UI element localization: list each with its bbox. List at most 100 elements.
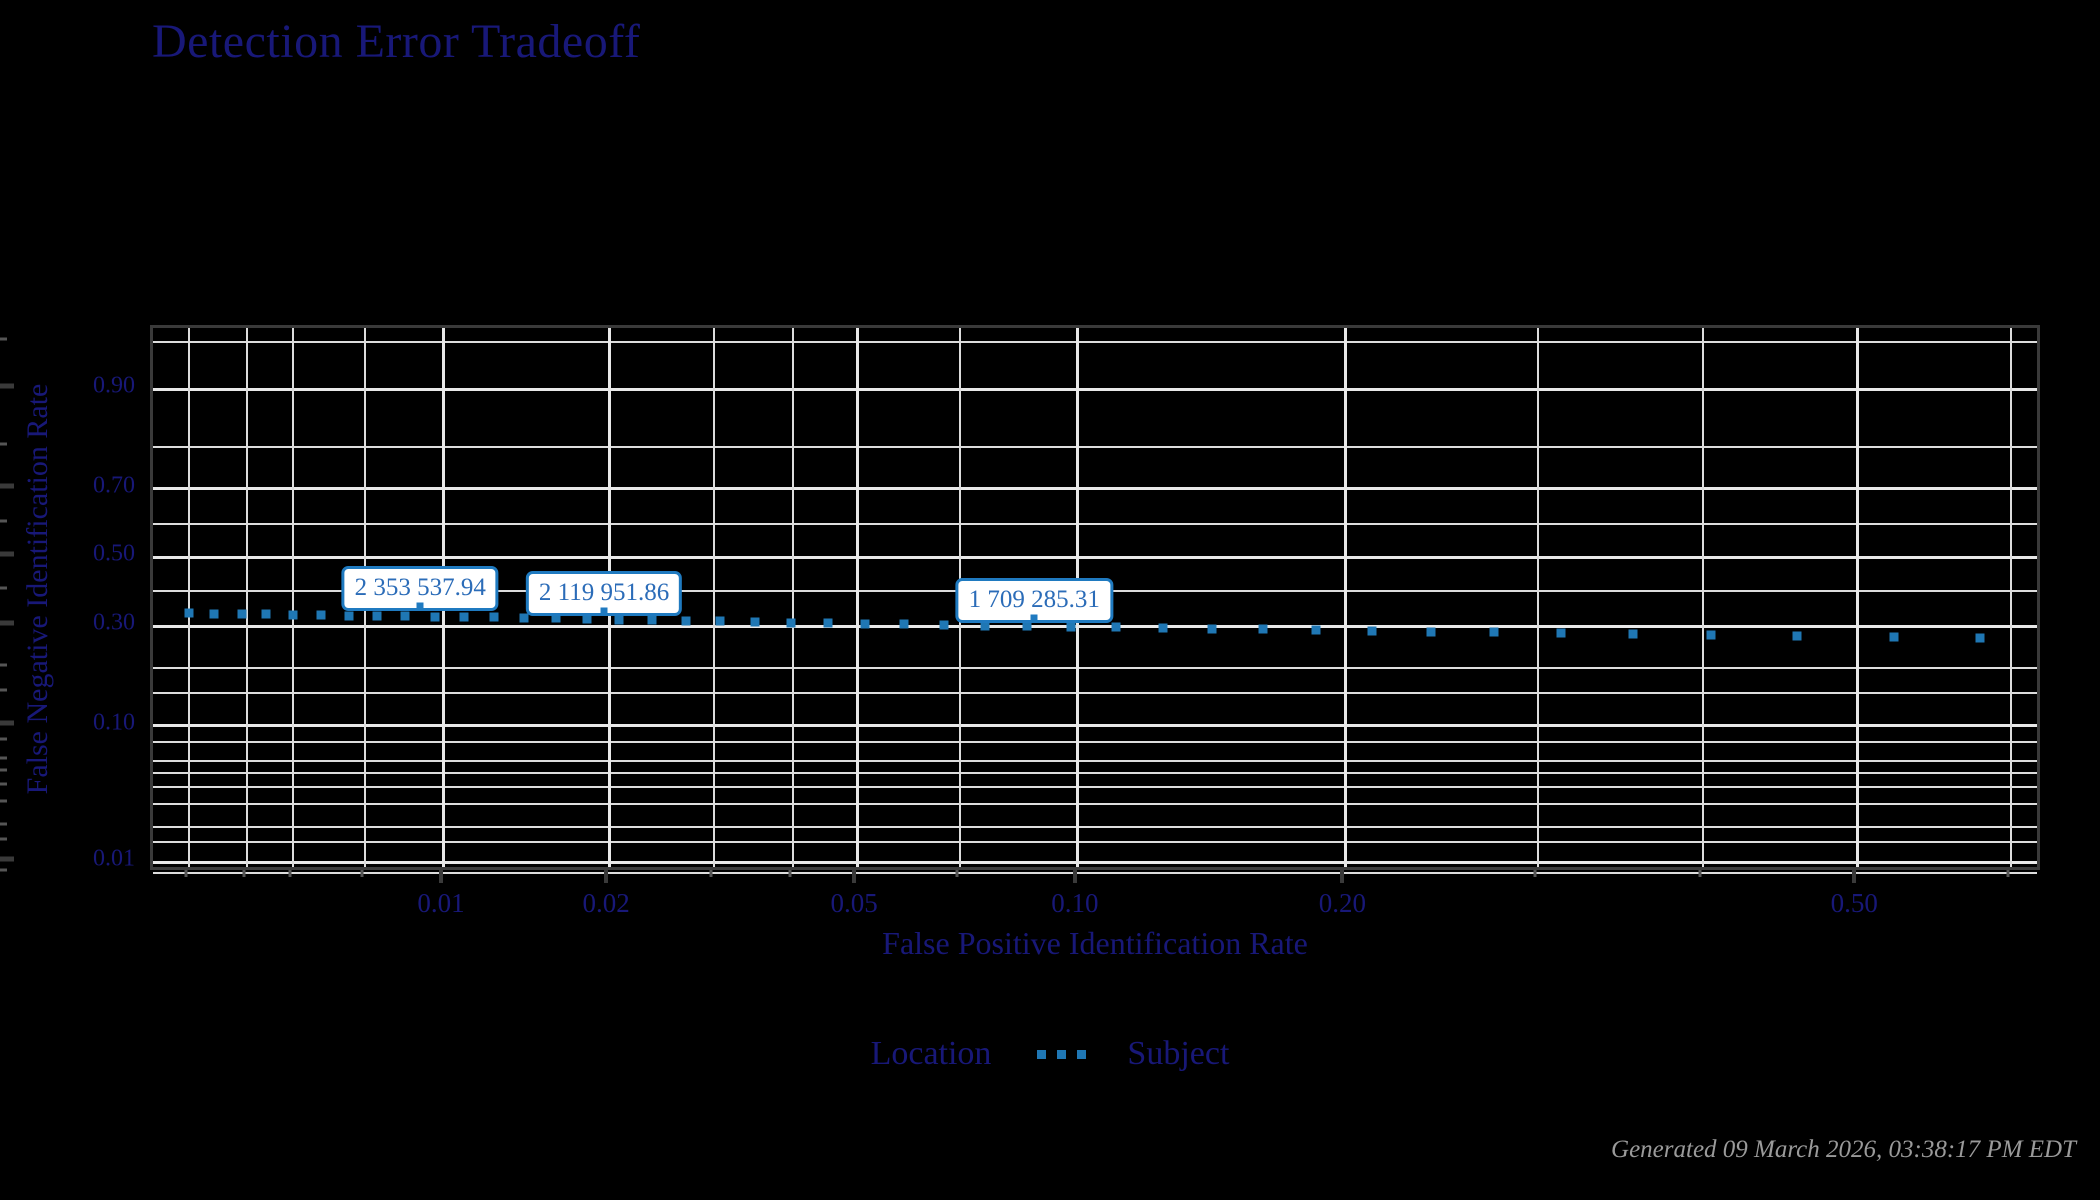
data-point — [209, 609, 219, 619]
x-tick-label: 0.50 — [1830, 888, 1878, 918]
y-tick-label: 0.90 — [93, 372, 135, 399]
y-tick-mark-minor — [0, 688, 7, 692]
y-tick-mark-minor — [0, 737, 7, 741]
data-label-callout[interactable]: 1 709 285.31 — [955, 578, 1113, 624]
x-tick-mark-minor — [288, 870, 292, 877]
gridline-horizontal-minor — [153, 760, 2037, 763]
data-point — [372, 611, 382, 621]
data-point — [647, 615, 657, 625]
gridline-horizontal-minor — [153, 523, 2037, 526]
data-point — [750, 617, 760, 627]
data-point — [316, 610, 326, 620]
data-point — [980, 621, 990, 630]
data-point — [184, 608, 194, 618]
data-point — [1022, 621, 1032, 631]
gridline-horizontal-minor — [153, 785, 2037, 788]
x-tick-mark-minor — [709, 870, 713, 877]
gridline-vertical-minor — [791, 328, 794, 867]
x-tick-mark-minor — [242, 870, 246, 877]
data-point — [1367, 626, 1377, 636]
y-tick-mark — [0, 856, 14, 862]
gridline-vertical-minor — [712, 328, 715, 867]
data-point — [1258, 624, 1268, 634]
data-point — [715, 616, 725, 626]
x-tick-mark — [852, 870, 857, 883]
data-point — [288, 610, 298, 620]
page-title: Detection Error Tradeoff — [152, 15, 641, 68]
y-tick-mark — [0, 620, 14, 626]
gridline-horizontal-minor — [153, 340, 2037, 343]
gridline-horizontal-minor — [153, 825, 2037, 828]
y-tick-mark — [0, 383, 14, 389]
y-tick-mark-minor — [0, 586, 7, 590]
data-point — [1975, 633, 1985, 643]
data-point — [899, 619, 909, 629]
data-point — [519, 613, 529, 623]
data-point — [1207, 624, 1217, 634]
legend: Location Subject — [0, 1035, 2100, 1073]
x-tick-label: 0.02 — [582, 888, 630, 918]
legend-marker-dotted-icon — [1015, 1049, 1107, 1059]
x-tick-mark — [604, 870, 609, 883]
gridline-horizontal-minor — [153, 872, 2037, 874]
callout-anchor — [600, 607, 608, 615]
data-point — [1792, 631, 1802, 641]
y-tick-mark-minor — [0, 799, 7, 803]
gridline-horizontal-minor — [153, 692, 2037, 695]
x-tick-mark-minor — [1533, 870, 1537, 877]
gridline-horizontal — [153, 555, 2037, 559]
gridline-vertical — [1855, 328, 1859, 867]
data-point — [1628, 629, 1638, 639]
y-tick-label: 0.50 — [93, 540, 135, 567]
data-point — [582, 614, 592, 624]
data-point — [344, 611, 354, 621]
data-point — [681, 616, 691, 626]
data-point — [1066, 622, 1076, 632]
callout-anchor — [1030, 614, 1038, 622]
legend-title: Location — [870, 1035, 992, 1072]
y-tick-mark-minor — [0, 868, 7, 872]
data-point — [1111, 622, 1121, 632]
x-tick-mark-minor — [184, 870, 188, 877]
gridline-vertical — [1343, 328, 1347, 867]
y-tick-label: 0.01 — [93, 845, 135, 872]
data-point — [1311, 625, 1321, 635]
y-tick-mark-minor — [0, 663, 7, 667]
y-tick-mark — [0, 483, 14, 489]
y-tick-mark-minor — [0, 442, 7, 446]
gridline-horizontal-minor — [153, 803, 2037, 805]
y-tick-mark — [0, 720, 14, 726]
gridline-vertical-minor — [1702, 328, 1705, 867]
gridline-horizontal — [153, 387, 2037, 391]
x-tick-mark — [1852, 870, 1857, 883]
x-tick-label: 0.01 — [417, 888, 465, 918]
data-label-callout[interactable]: 2 353 537.94 — [341, 566, 499, 612]
legend-item-label: Subject — [1127, 1035, 1230, 1072]
legend-item-subject[interactable]: Subject — [1015, 1035, 1229, 1073]
data-point — [1889, 632, 1899, 642]
x-axis-title: False Positive Identification Rate — [882, 925, 1308, 961]
gridline-vertical-minor — [2010, 328, 2013, 867]
x-tick-mark-minor — [360, 870, 364, 877]
y-tick-mark — [0, 551, 14, 557]
data-point — [489, 612, 499, 622]
gridline-horizontal-minor — [153, 666, 2037, 669]
x-tick-mark-minor — [788, 870, 792, 877]
y-tick-mark-minor — [0, 519, 7, 523]
plot-area: 2 353 537.94 2 119 951.86 1 709 285.31 — [150, 325, 2040, 874]
y-tick-label: 0.70 — [93, 472, 135, 499]
y-tick-mark-minor — [0, 756, 7, 760]
data-label-callout[interactable]: 2 119 951.86 — [525, 570, 683, 616]
x-tick-mark — [1072, 870, 1077, 883]
gridline-horizontal — [153, 860, 2037, 864]
data-point — [261, 609, 271, 619]
y-tick-label: 0.10 — [93, 709, 135, 736]
y-tick-mark-minor — [0, 837, 7, 841]
gridline-vertical-minor — [245, 328, 248, 867]
gridline-horizontal-minor — [153, 446, 2037, 449]
gridline-vertical-minor — [291, 328, 294, 867]
x-tick-mark-minor — [1698, 870, 1702, 877]
gridline-horizontal-minor — [153, 840, 2037, 843]
